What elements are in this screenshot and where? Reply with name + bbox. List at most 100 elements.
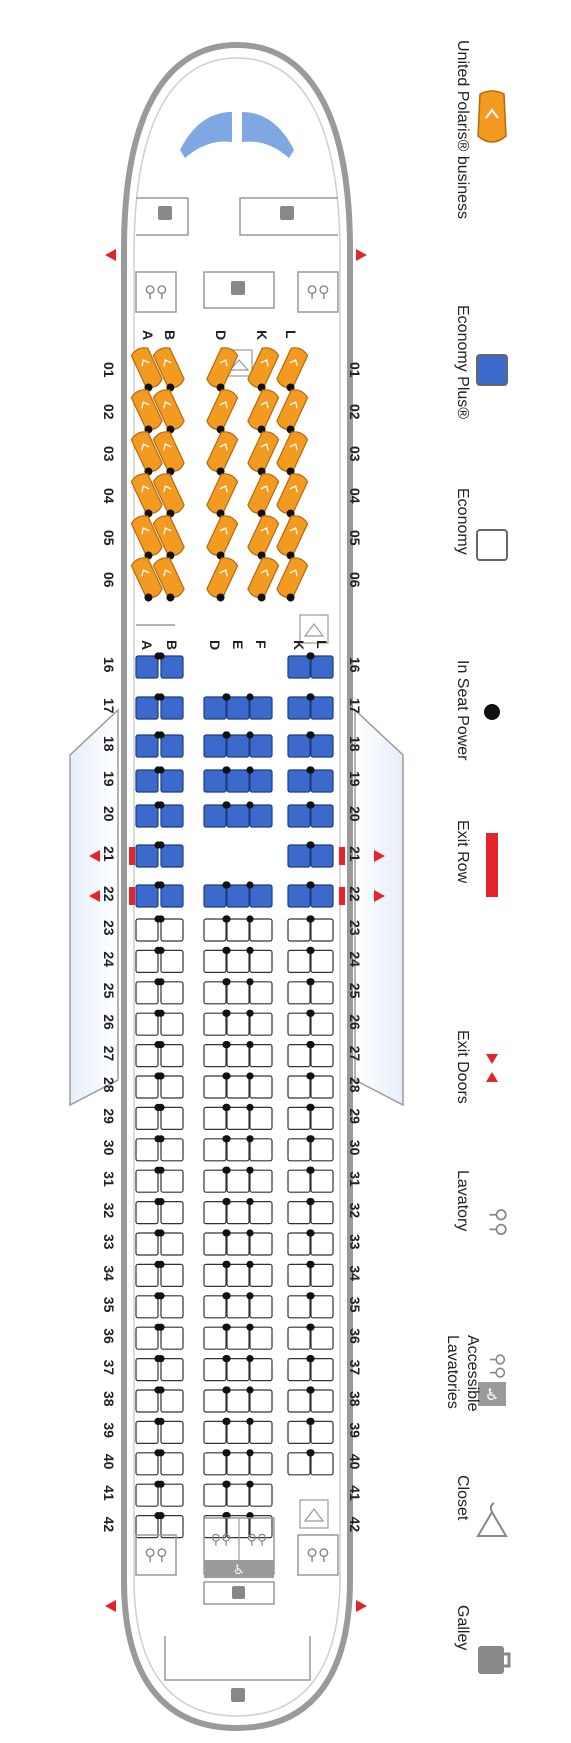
seat-06L[interactable] <box>274 555 310 602</box>
seat-05L[interactable] <box>274 513 310 560</box>
seat-19B[interactable] <box>157 766 184 793</box>
seat-23B[interactable] <box>157 915 184 942</box>
seat-20B[interactable] <box>157 801 184 828</box>
seat-37E[interactable] <box>223 1355 250 1382</box>
seat-35F[interactable] <box>246 1292 273 1319</box>
seat-29B[interactable] <box>157 1103 184 1131</box>
seat-32F[interactable] <box>246 1198 273 1225</box>
seat-20F[interactable] <box>246 801 273 828</box>
seat-19F[interactable] <box>246 766 273 793</box>
seat-22A[interactable] <box>135 881 162 908</box>
seat-24B[interactable] <box>157 946 184 974</box>
seat-24F[interactable] <box>246 946 273 974</box>
seat-35B[interactable] <box>157 1292 184 1319</box>
seat-33E[interactable] <box>223 1229 250 1256</box>
seat-23F[interactable] <box>246 915 273 942</box>
seat-03D[interactable] <box>204 429 240 476</box>
seat-17L[interactable] <box>307 693 334 720</box>
seat-29F[interactable] <box>246 1103 273 1131</box>
seat-39E[interactable] <box>223 1417 250 1445</box>
seat-01D[interactable] <box>204 345 240 392</box>
seat-18L[interactable] <box>307 731 334 758</box>
seat-06K[interactable] <box>245 555 281 602</box>
seat-28B[interactable] <box>157 1072 184 1099</box>
seat-34L[interactable] <box>307 1260 334 1288</box>
seat-32A[interactable] <box>135 1198 162 1225</box>
seat-06A[interactable] <box>128 555 164 602</box>
seat-27E[interactable] <box>223 1041 250 1068</box>
seat-05D[interactable] <box>204 513 240 560</box>
seat-35L[interactable] <box>307 1292 334 1319</box>
seat-19E[interactable] <box>223 766 250 793</box>
seat-22B[interactable] <box>157 881 184 908</box>
seat-32L[interactable] <box>307 1198 334 1225</box>
seat-32B[interactable] <box>157 1198 184 1225</box>
seat-22E[interactable] <box>223 881 250 908</box>
seat-33L[interactable] <box>307 1229 334 1256</box>
seat-30F[interactable] <box>246 1135 273 1162</box>
seat-40B[interactable] <box>157 1449 184 1476</box>
seat-34F[interactable] <box>246 1260 273 1288</box>
seat-32E[interactable] <box>223 1198 250 1225</box>
seat-04A[interactable] <box>128 471 164 518</box>
seat-26E[interactable] <box>223 1009 250 1036</box>
seat-30L[interactable] <box>307 1135 334 1162</box>
seat-01B[interactable] <box>150 345 186 392</box>
seat-22L[interactable] <box>307 881 334 908</box>
seat-38E[interactable] <box>223 1386 250 1413</box>
seat-23L[interactable] <box>307 915 334 942</box>
seat-24E[interactable] <box>223 946 250 974</box>
seat-23E[interactable] <box>223 915 250 942</box>
seat-01K[interactable] <box>245 345 281 392</box>
seat-41F[interactable] <box>246 1480 273 1507</box>
seat-29L[interactable] <box>307 1103 334 1131</box>
seat-28F[interactable] <box>246 1072 273 1099</box>
seat-30E[interactable] <box>223 1135 250 1162</box>
seat-29E[interactable] <box>223 1103 250 1131</box>
seat-31L[interactable] <box>307 1166 334 1193</box>
seat-01L[interactable] <box>274 345 310 392</box>
seat-38L[interactable] <box>307 1386 334 1413</box>
seat-36L[interactable] <box>307 1323 334 1350</box>
seat-34E[interactable] <box>223 1260 250 1288</box>
seat-40F[interactable] <box>246 1449 273 1476</box>
seat-37F[interactable] <box>246 1355 273 1382</box>
seat-31F[interactable] <box>246 1166 273 1193</box>
seat-26F[interactable] <box>246 1009 273 1036</box>
seat-36A[interactable] <box>135 1323 162 1350</box>
seat-38F[interactable] <box>246 1386 273 1413</box>
seat-25L[interactable] <box>307 978 334 1005</box>
seat-31E[interactable] <box>223 1166 250 1193</box>
seat-42B[interactable] <box>157 1512 184 1539</box>
seat-28L[interactable] <box>307 1072 334 1099</box>
seat-04D[interactable] <box>204 471 240 518</box>
seat-20L[interactable] <box>307 801 334 828</box>
seat-16B[interactable] <box>157 652 184 679</box>
seat-38B[interactable] <box>157 1386 184 1413</box>
seat-18B[interactable] <box>157 731 184 758</box>
seat-40L[interactable] <box>307 1449 334 1476</box>
seat-34B[interactable] <box>157 1260 184 1288</box>
seat-05A[interactable] <box>128 513 164 560</box>
seat-25F[interactable] <box>246 978 273 1005</box>
seat-27L[interactable] <box>307 1041 334 1068</box>
seat-36B[interactable] <box>157 1323 184 1350</box>
seat-19L[interactable] <box>307 766 334 793</box>
seat-06D[interactable] <box>204 555 240 602</box>
seat-39L[interactable] <box>307 1417 334 1445</box>
seat-18F[interactable] <box>246 731 273 758</box>
seat-36F[interactable] <box>246 1323 273 1350</box>
seat-37B[interactable] <box>157 1355 184 1382</box>
seat-28E[interactable] <box>223 1072 250 1099</box>
seat-33B[interactable] <box>157 1229 184 1256</box>
seat-42E[interactable] <box>223 1512 250 1539</box>
seat-27B[interactable] <box>157 1041 184 1068</box>
seat-18E[interactable] <box>223 731 250 758</box>
seat-30B[interactable] <box>157 1135 184 1162</box>
seat-26B[interactable] <box>157 1009 184 1036</box>
seat-25B[interactable] <box>157 978 184 1005</box>
seat-36E[interactable] <box>223 1323 250 1350</box>
seat-39B[interactable] <box>157 1417 184 1445</box>
seat-25E[interactable] <box>223 978 250 1005</box>
seat-31B[interactable] <box>157 1166 184 1193</box>
